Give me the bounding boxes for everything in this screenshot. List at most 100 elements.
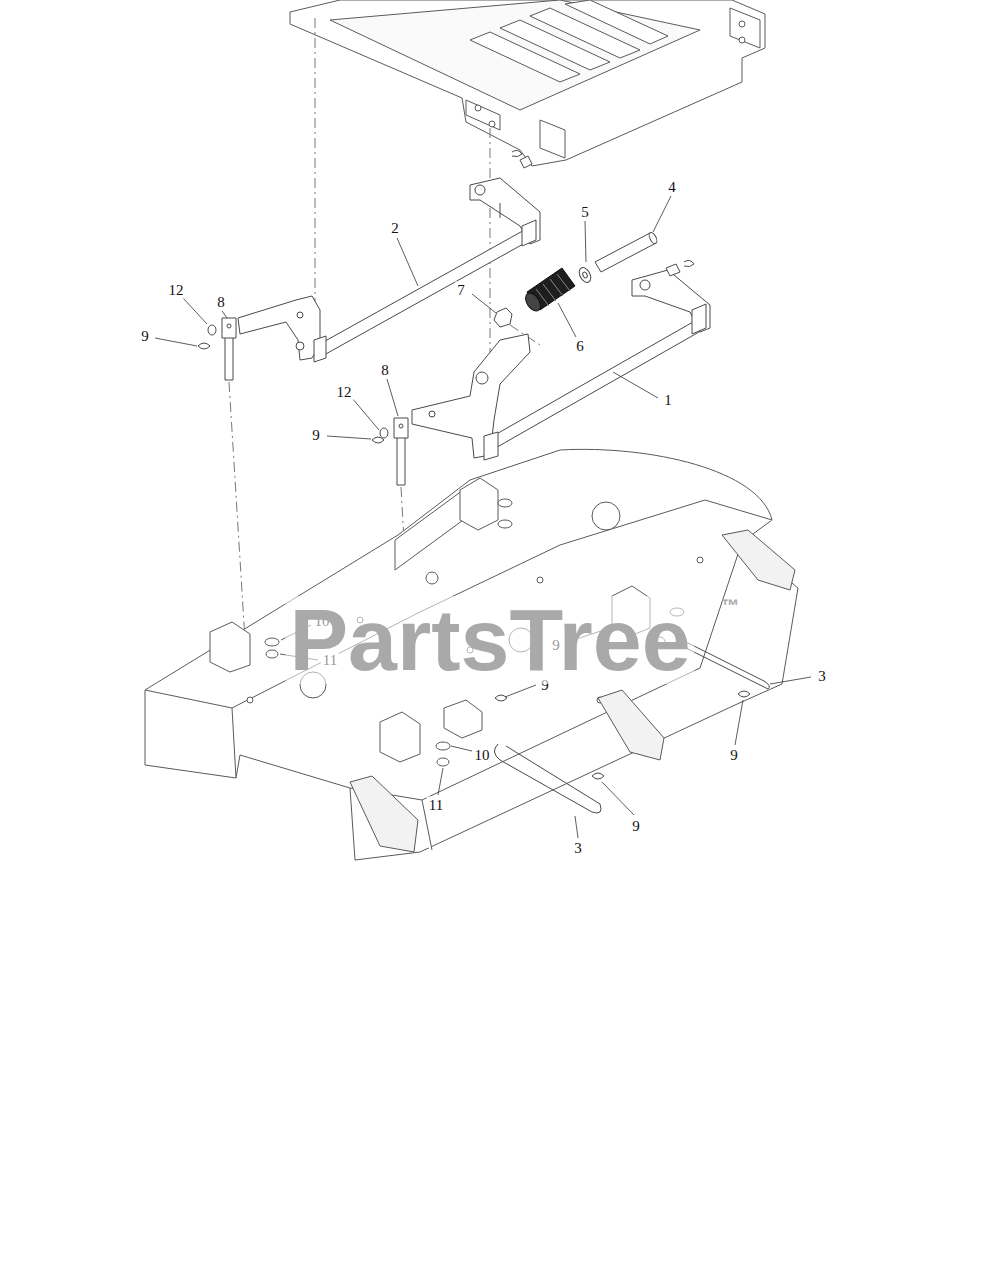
drawing-part <box>238 296 320 360</box>
rod-pins <box>198 318 408 485</box>
drawing-part <box>426 572 438 584</box>
drawing-part <box>436 742 450 750</box>
drawing-part <box>395 485 470 570</box>
drawing-part <box>266 650 278 658</box>
drawing-part <box>297 312 303 318</box>
drawing-part <box>498 499 512 507</box>
drawing-part <box>352 398 379 430</box>
watermark-text: ™ <box>717 597 743 615</box>
drawing-part <box>475 185 485 195</box>
callout-number: 1 <box>662 392 674 409</box>
drawing-part <box>429 411 435 417</box>
drawing-part <box>489 121 495 127</box>
drawing-part <box>575 816 578 838</box>
drawing-part <box>145 690 236 778</box>
drawing-part <box>598 690 664 760</box>
drawing-part <box>565 0 668 44</box>
drawing-part <box>500 203 501 218</box>
callout-number: 9 <box>728 747 740 764</box>
callout-number: 12 <box>335 384 354 401</box>
drawing-part <box>208 325 216 335</box>
drawing-part <box>330 0 700 110</box>
drawing-part <box>438 768 443 795</box>
callout-number: 3 <box>816 668 828 685</box>
drawing-part <box>582 271 588 278</box>
drawing-part <box>592 773 604 779</box>
callout-number: 9 <box>139 328 151 345</box>
drawing-part <box>466 100 500 130</box>
drawing-part <box>735 700 743 745</box>
drawing-part <box>372 437 384 443</box>
rear-lift-arm <box>238 178 540 362</box>
drawing-part <box>585 221 586 262</box>
drawing-part <box>394 418 408 438</box>
callout-number: 9 <box>310 427 322 444</box>
drawing-part <box>265 638 279 646</box>
drawing-part <box>697 557 703 563</box>
drawing-part <box>475 105 481 111</box>
drawing-part <box>198 343 210 349</box>
drawing-part <box>540 120 565 158</box>
drawing-part <box>692 304 706 334</box>
drawing-part <box>577 266 593 285</box>
callout-number: 4 <box>666 179 678 196</box>
drawing-part <box>397 238 418 286</box>
drawing-part <box>183 298 207 324</box>
drawing-part <box>315 18 316 330</box>
pin-washer-nut <box>494 150 694 327</box>
drawing-part <box>739 21 745 27</box>
drawing-part <box>494 308 512 327</box>
drawing-part <box>494 744 600 812</box>
drawing-part <box>247 697 253 703</box>
callout-number: 3 <box>572 840 584 857</box>
drawing-part <box>592 804 601 813</box>
callout-number: 10 <box>473 747 492 764</box>
drawing-part <box>484 432 498 460</box>
drawing-part <box>290 0 765 166</box>
drawing-part <box>730 8 760 48</box>
drawing-part <box>380 428 388 438</box>
callout-number: 8 <box>215 294 227 311</box>
drawing-part <box>653 196 671 232</box>
drawing-part <box>722 530 795 590</box>
drawing-part <box>738 691 750 697</box>
frame <box>290 0 765 166</box>
drawing-part <box>380 712 420 762</box>
drawing-part <box>739 37 745 43</box>
drawing-part <box>229 382 245 640</box>
drawing-part <box>592 502 620 530</box>
callout-number: 5 <box>579 204 591 221</box>
drawing-part <box>145 449 798 860</box>
callout-number: 9 <box>630 818 642 835</box>
front-lift-arm <box>412 270 710 460</box>
drawing-part <box>648 231 659 244</box>
drawing-part <box>666 264 680 276</box>
drawing-part <box>460 478 498 530</box>
drawing-part <box>222 311 227 318</box>
drawing-part <box>522 220 536 246</box>
watermark-text: PartsTree <box>285 596 694 684</box>
drawing-part <box>536 274 570 306</box>
drawing-part <box>602 782 634 815</box>
drawing-part <box>327 436 371 439</box>
drawing-part <box>318 228 534 355</box>
drawing-part <box>437 758 449 766</box>
drawing-part <box>472 294 496 313</box>
drawing-part <box>232 500 772 708</box>
drawing-part <box>476 372 488 384</box>
drawing-part <box>227 324 231 328</box>
callout-number: 7 <box>455 282 467 299</box>
drawing-part <box>314 336 326 362</box>
drawing-part <box>222 318 236 338</box>
drawing-part <box>444 700 482 738</box>
drawing-part <box>451 746 472 751</box>
drawing-part <box>155 338 197 346</box>
callout-number: 2 <box>389 220 401 237</box>
leader-lines <box>155 196 811 838</box>
callout-number: 8 <box>379 362 391 379</box>
spring <box>522 268 575 314</box>
mower-deck <box>145 449 798 860</box>
drawing-part <box>505 685 536 697</box>
callout-number: 12 <box>167 282 186 299</box>
